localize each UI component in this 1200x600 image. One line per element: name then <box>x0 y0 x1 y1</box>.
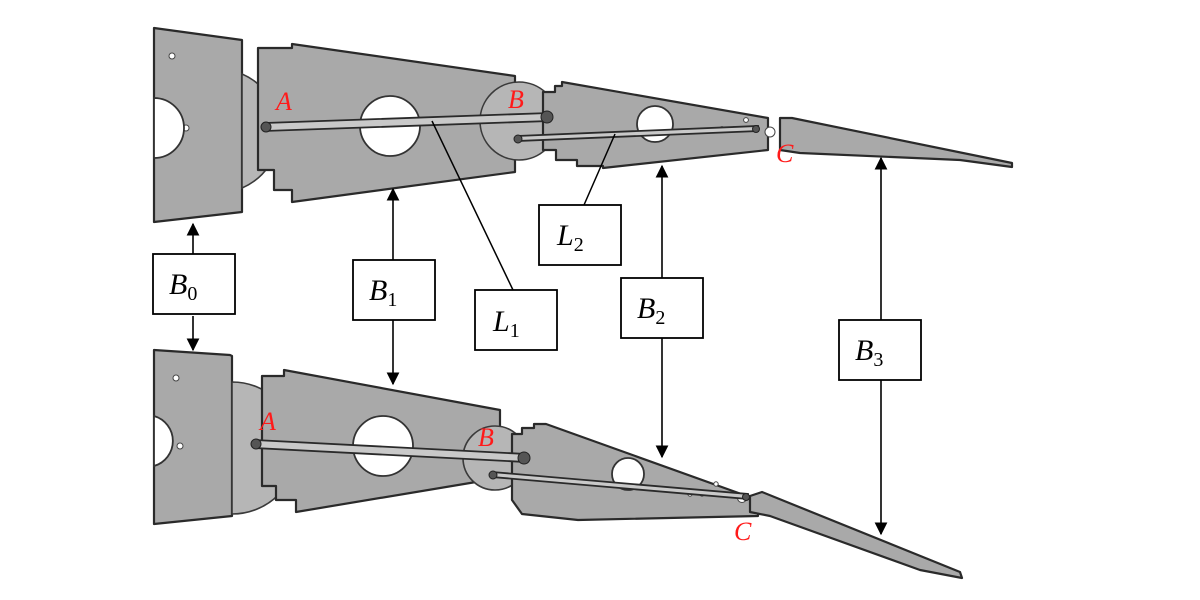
b1-letter: B <box>369 274 387 307</box>
label-l1: L1 <box>474 289 558 351</box>
lower-finger <box>152 348 964 580</box>
b1-subscript: 1 <box>387 289 397 311</box>
l1-leader <box>431 120 514 291</box>
svg-text:L1: L1 <box>492 305 520 342</box>
b0-letter: B <box>169 268 187 301</box>
b3-subscript: 3 <box>873 349 883 371</box>
label-b1: B1 <box>352 259 436 321</box>
lower-joint-b-label: B <box>478 423 494 452</box>
lower-joint-c-label: C <box>734 517 752 546</box>
label-l2: L2 <box>538 204 622 266</box>
lower-middle-hole <box>611 457 645 491</box>
label-b3: B3 <box>838 319 922 381</box>
upper-joint-b-label: B <box>508 85 524 114</box>
b2-subscript: 2 <box>655 307 665 329</box>
svg-text:L2: L2 <box>556 219 584 256</box>
b2-letter: B <box>637 292 655 325</box>
l2-leader <box>583 133 616 206</box>
b0-subscript: 0 <box>187 283 197 305</box>
b3-letter: B <box>855 334 873 367</box>
l1-subscript: 1 <box>510 320 520 342</box>
upper-joint-c-label: C <box>776 139 794 168</box>
label-b2: B2 <box>620 277 704 339</box>
l2-letter: L <box>556 219 574 252</box>
lower-distal-link <box>748 490 964 580</box>
svg-text:B2: B2 <box>637 292 665 329</box>
joint-labels: A B C A B C <box>258 85 794 546</box>
upper-distal-link <box>778 116 1014 169</box>
svg-text:B1: B1 <box>369 274 397 311</box>
l1-letter: L <box>492 305 510 338</box>
upper-joint-a-label: A <box>274 87 292 116</box>
upper-finger <box>152 26 1014 224</box>
svg-text:B0: B0 <box>169 268 197 305</box>
svg-text:B3: B3 <box>855 334 883 371</box>
label-b0: B0 <box>152 253 236 315</box>
l2-subscript: 2 <box>574 234 584 256</box>
lower-joint-a-label: A <box>258 407 276 436</box>
